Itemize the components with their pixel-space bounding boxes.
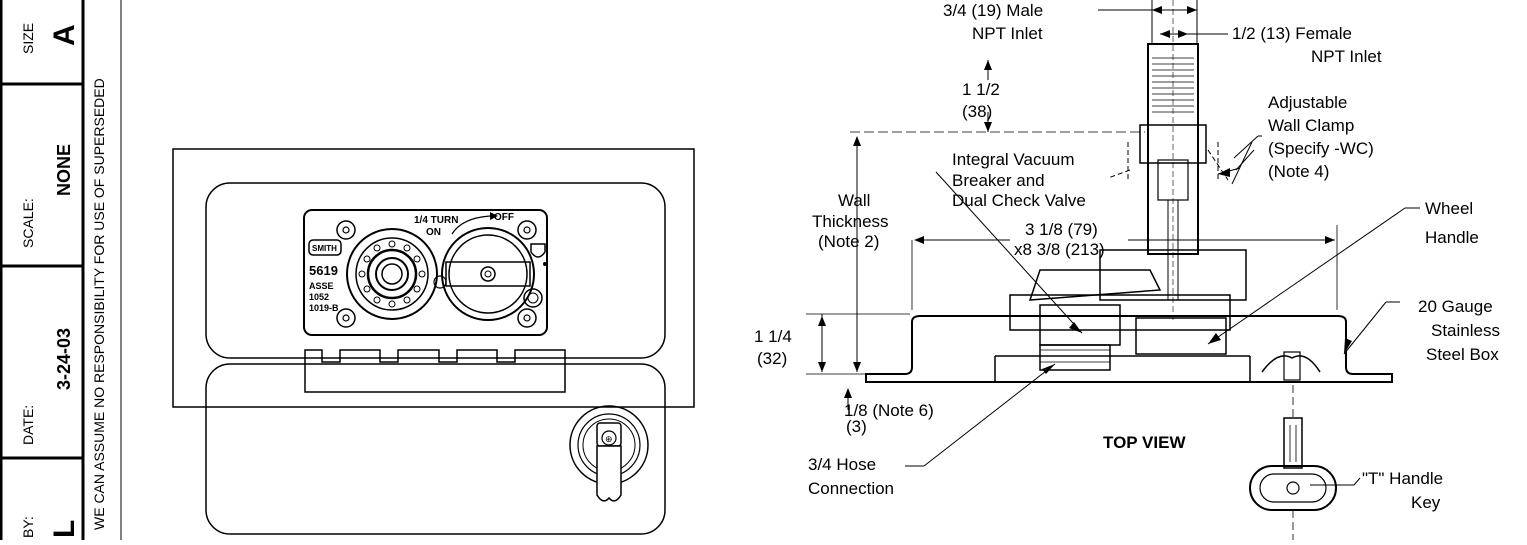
male-inlet-label-line2: NPT Inlet xyxy=(972,24,1043,43)
callout-labels: 3/4 (19) Male NPT Inlet 1/2 (13) Female … xyxy=(754,1,1500,512)
by-value: L xyxy=(48,520,81,538)
standard-text-3: 1019-B xyxy=(309,303,339,313)
hose-connection-face xyxy=(346,228,438,320)
hose-outlet-section xyxy=(1039,344,1111,371)
upper-panel xyxy=(205,182,666,359)
wall-clamp-label-line1: Adjustable xyxy=(1268,93,1347,112)
lower-door-panel xyxy=(205,363,666,535)
wall-thickness-label-line1: Wall xyxy=(838,191,870,210)
lock-cylinder-section xyxy=(1261,355,1321,373)
certification-shield-icon xyxy=(530,243,546,258)
size-label: SIZE xyxy=(20,23,36,54)
door-hinge xyxy=(304,349,566,393)
approval-seal-icon xyxy=(523,288,543,308)
disclaimer-text: WE CAN ASSUME NO RESPONSIBILITY FOR USE … xyxy=(91,78,107,530)
wall-thickness-label-line2: Thickness xyxy=(812,212,889,231)
box-size-label-line1: 3 1/8 (79) xyxy=(1025,220,1098,239)
vacuum-breaker-label-line2: Breaker and xyxy=(952,171,1045,190)
wheel-handle-section xyxy=(1135,317,1227,355)
model-text: 5619 xyxy=(309,263,338,278)
date-label: DATE: xyxy=(20,405,36,445)
t-handle-key-label-line2: Key xyxy=(1411,493,1441,512)
off-text: OFF xyxy=(494,212,514,223)
box-gauge-label-line2: Stainless xyxy=(1431,321,1500,340)
screw-icon xyxy=(517,220,537,240)
stainless-box-outline xyxy=(865,315,1393,383)
screw-icon xyxy=(336,308,356,328)
scale-label: SCALE: xyxy=(20,198,36,248)
on-text: ON xyxy=(426,227,441,238)
screw-icon xyxy=(336,220,356,240)
box-gauge-label-line3: Steel Box xyxy=(1426,345,1499,364)
box-gauge-label-line1: 20 Gauge xyxy=(1418,297,1493,316)
dim-3-label: (3) xyxy=(846,417,867,436)
brand-text: SMITH xyxy=(312,244,337,253)
door-lock-icon: ⊕ xyxy=(569,405,649,502)
arrow-head-icon xyxy=(490,212,498,220)
wall-box-outline xyxy=(172,148,695,408)
wheel-handle-label-line2: Handle xyxy=(1425,228,1479,247)
front-view: SMITH 5619 ASSE 1052 1019-B xyxy=(172,148,695,535)
by-label: BY: xyxy=(20,516,36,538)
box-size-label-line2: x8 3/8 (213) xyxy=(1014,240,1105,259)
valve-stem-face xyxy=(441,227,535,321)
dim-1-1-4-label: 1 1/4 xyxy=(754,327,792,346)
quarter-turn-text: 1/4 TURN xyxy=(414,215,458,226)
dim-1-1-2-label: 1 1/2 xyxy=(962,80,1000,99)
vacuum-breaker-label-line1: Integral Vacuum xyxy=(952,150,1075,169)
standard-text-1: ASSE xyxy=(309,281,334,291)
size-value: A xyxy=(48,24,81,46)
wall-clamp-dashed xyxy=(1107,142,1229,181)
dim-32-label: (32) xyxy=(757,349,787,368)
female-inlet-label-line1: 1/2 (13) Female xyxy=(1232,24,1352,43)
wall-thickness-label-line3: (Note 2) xyxy=(818,232,879,251)
wall-clamp-label-line4: (Note 4) xyxy=(1268,162,1329,181)
wall-clamp-label-line2: Wall Clamp xyxy=(1268,116,1354,135)
scale-value: NONE xyxy=(54,144,74,196)
dim-38-label: (38) xyxy=(962,102,992,121)
female-inlet-label-line2: NPT Inlet xyxy=(1311,47,1382,66)
dimension-arrowheads xyxy=(818,6,1352,398)
wheel-handle-label-line1: Wheel xyxy=(1425,199,1473,218)
hose-connection-label-line1: 3/4 Hose xyxy=(808,455,876,474)
standard-text-2: 1052 xyxy=(309,292,329,302)
date-value: 3-24-03 xyxy=(54,328,74,390)
t-handle-key-icon xyxy=(1249,385,1337,540)
hose-connection-label-line2: Connection xyxy=(808,479,894,498)
section-view xyxy=(806,0,1420,540)
dim-1-8-label: 1/8 (Note 6) xyxy=(844,401,934,420)
valve-nameplate xyxy=(303,209,548,336)
brand-badge xyxy=(308,239,342,256)
male-inlet-label-line1: 3/4 (19) Male xyxy=(943,1,1043,20)
turn-arrow-icon xyxy=(451,215,491,235)
t-handle-key-label-line1: "T" Handle xyxy=(1362,469,1443,488)
screw-icon xyxy=(517,308,537,328)
title-block: SIZE A SCALE: NONE DATE: 3-24-03 BY: L W… xyxy=(0,0,122,540)
svg-text:⊕: ⊕ xyxy=(605,434,613,444)
wall-clamp-label-line3: (Specify -WC) xyxy=(1268,139,1374,158)
top-view-label: TOP VIEW xyxy=(1103,433,1186,452)
vacuum-breaker-label-line3: Dual Check Valve xyxy=(952,191,1086,210)
